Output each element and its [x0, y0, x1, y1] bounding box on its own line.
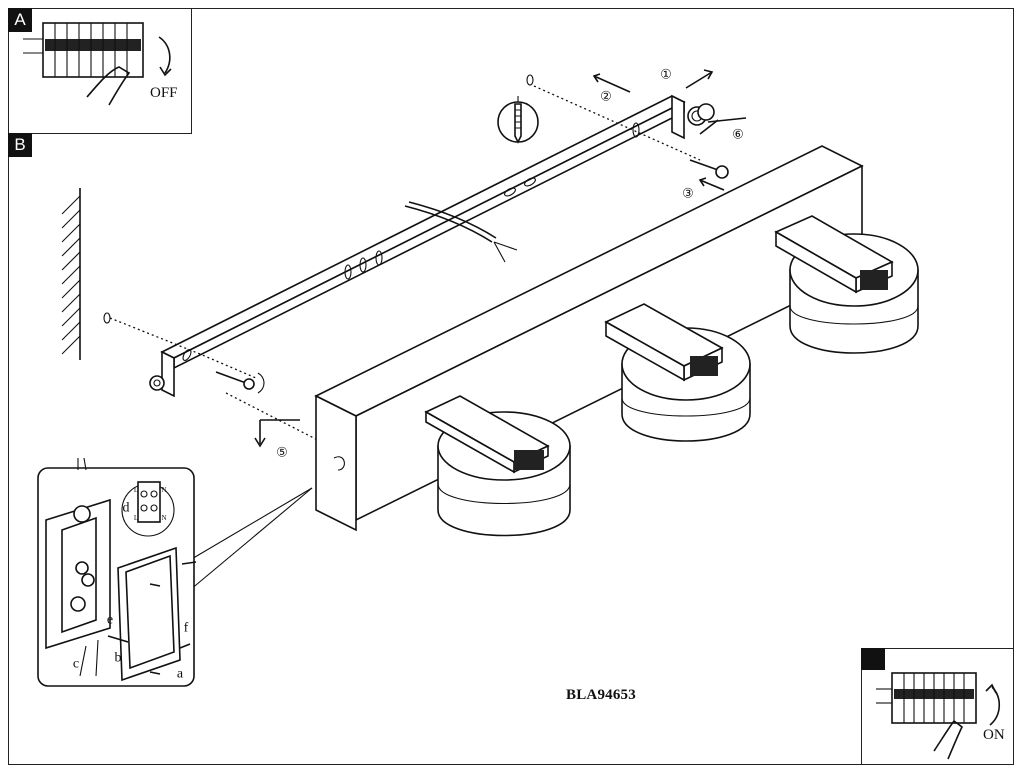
drill-hole-left	[103, 312, 111, 324]
lamp-head-middle	[604, 303, 751, 442]
step-5: ⑤	[276, 445, 288, 460]
sub-step-e: e	[107, 613, 113, 628]
off-label: OFF	[150, 85, 178, 101]
sub-step-d: d	[123, 501, 130, 516]
light-fixture-housing	[314, 145, 864, 532]
bracket-screw-left	[149, 375, 165, 391]
terminal-label-l2: L	[134, 514, 138, 522]
step-6: ⑥	[732, 127, 744, 142]
panel-c-power-on	[861, 648, 1014, 765]
detail-pointer	[189, 487, 313, 591]
panel-b-tag: B	[8, 133, 32, 157]
on-label: ON	[983, 727, 1005, 743]
mounting-bracket	[160, 94, 686, 398]
model-code: BLA94653	[566, 687, 636, 703]
wall-hatching	[61, 188, 81, 360]
breaker-off-illustration	[23, 22, 172, 106]
panel-c-tag	[861, 648, 885, 670]
step-1: ①	[660, 67, 672, 82]
terminal-label-n2: N	[161, 514, 166, 522]
terminal-label-l1: L	[134, 486, 138, 494]
breaker-on-illustration	[876, 672, 1001, 760]
lamp-head-right	[774, 215, 919, 354]
sub-step-b: b	[115, 651, 122, 666]
panel-a-power-off	[8, 8, 192, 134]
sub-step-a: a	[177, 667, 184, 682]
junction-box-detail: a b c d e f L N L N	[37, 457, 197, 687]
step-2: ②	[600, 89, 612, 104]
supply-cable	[404, 201, 518, 263]
page-frame	[8, 8, 1014, 765]
lamp-head-left	[424, 395, 571, 537]
sub-step-f: f	[184, 621, 189, 636]
wall-screw-left	[215, 371, 265, 394]
panel-a-tag: A	[8, 8, 32, 32]
step-3: ③	[682, 186, 694, 201]
sub-step-c: c	[73, 657, 79, 672]
bracket-screw-right	[687, 103, 715, 126]
step-arrows	[254, 69, 747, 448]
wall-plug-callout	[497, 96, 539, 144]
wall-screw-right	[689, 159, 729, 179]
drill-hole-right	[526, 74, 534, 86]
terminal-label-n1: N	[161, 486, 166, 494]
